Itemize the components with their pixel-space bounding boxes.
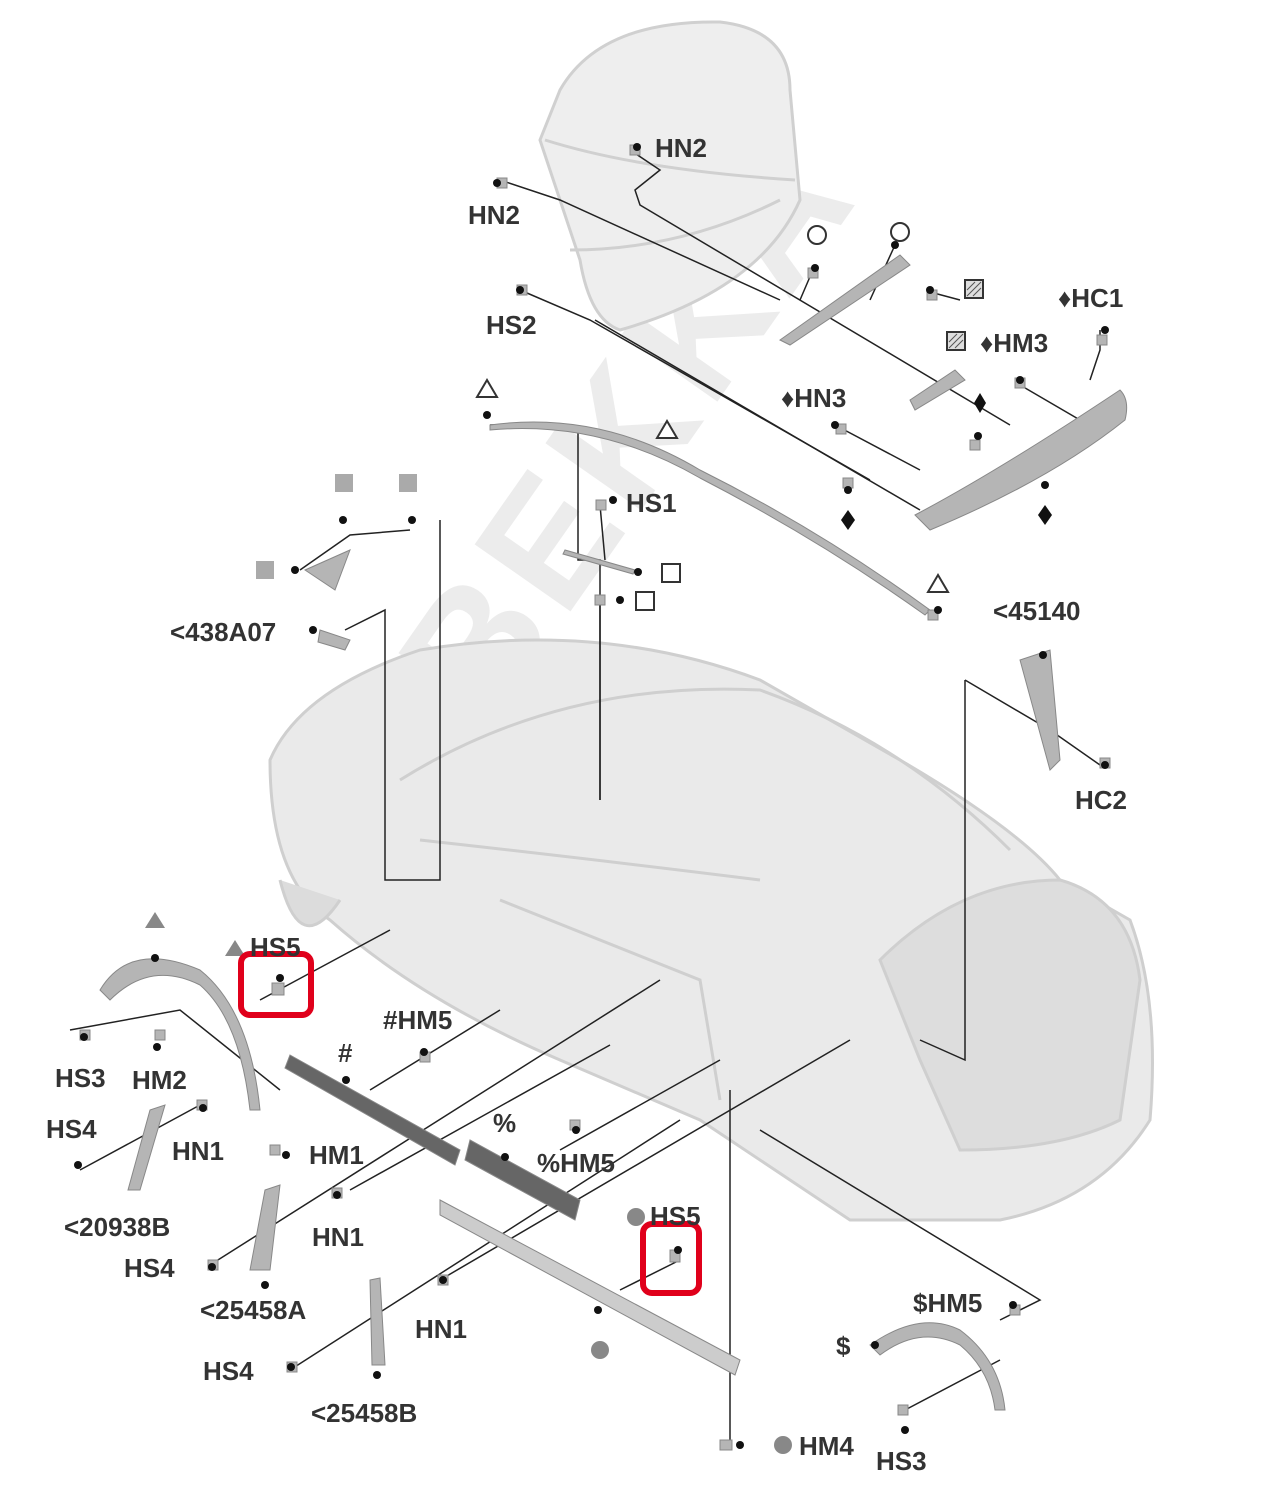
tailgate <box>538 20 802 332</box>
front-door-molding <box>284 1054 461 1166</box>
label-hs5-right: HS5 <box>650 1201 701 1231</box>
label-45140: <45140 <box>993 596 1081 626</box>
tailgate-garnish <box>779 254 911 346</box>
label-hs4-c: HS4 <box>203 1356 254 1386</box>
anchor-dots <box>74 143 1109 1449</box>
label-hn1-c: HN1 <box>415 1314 468 1344</box>
parts <box>79 144 1128 1451</box>
label-hn1-b: HN1 <box>312 1222 365 1252</box>
label-hm4: HM4 <box>799 1431 854 1461</box>
part-438a07 <box>317 629 351 651</box>
highlight-hs5-left <box>238 951 314 1018</box>
highlight-hs5-right <box>640 1221 702 1296</box>
hatched-markers <box>946 279 984 351</box>
part-45140 <box>1019 649 1061 771</box>
label-438a07: <438A07 <box>170 617 277 647</box>
label-25458a: <25458A <box>200 1295 307 1325</box>
label-hs1: HS1 <box>626 488 677 518</box>
square-markers <box>256 474 681 611</box>
label-hm2: HM2 <box>132 1065 187 1095</box>
label-hash: # <box>338 1038 353 1068</box>
label-hm5-hash: #HM5 <box>383 1005 453 1035</box>
label-20938b: <20938B <box>64 1212 171 1242</box>
label-hn3: ♦HN3 <box>781 383 847 413</box>
empty-circle-markers <box>807 222 910 245</box>
rear-spoiler <box>914 389 1128 531</box>
label-percent: % <box>493 1108 517 1138</box>
label-hn2-top: HN2 <box>655 133 708 163</box>
label-hc1: ♦HC1 <box>1058 283 1124 313</box>
pillar-20938b <box>127 1104 166 1191</box>
rear-door-molding <box>464 1139 581 1221</box>
rocker-panel <box>439 1199 741 1376</box>
triangle-garnish <box>303 549 351 591</box>
label-hn2-left: HN2 <box>468 200 521 230</box>
label-dollar: $ <box>836 1331 851 1361</box>
roof-molding <box>489 421 931 616</box>
front-wheel-arch <box>99 958 261 1111</box>
label-hm5-percent: %HM5 <box>537 1148 616 1178</box>
label-hm1: HM1 <box>309 1140 364 1170</box>
rear-wheel-arch <box>869 1322 1006 1411</box>
label-hs2: HS2 <box>486 310 537 340</box>
filled-circle-markers <box>591 1208 792 1454</box>
label-hs3-left: HS3 <box>55 1063 106 1093</box>
vehicle-body <box>268 638 1154 1222</box>
label-hc2: HC2 <box>1075 785 1128 815</box>
label-hs4-a: HS4 <box>46 1114 97 1144</box>
label-hm3: ♦HM3 <box>980 328 1049 358</box>
license-lamp <box>909 369 966 411</box>
label-hs5-left: HS5 <box>250 932 301 962</box>
pillar-25458a <box>249 1184 281 1271</box>
label-25458b: <25458B <box>311 1398 418 1428</box>
diamond-markers <box>841 393 1052 530</box>
label-hs4-b: HS4 <box>124 1253 175 1283</box>
roof-clip-strip <box>562 549 636 575</box>
pillar-25458b <box>369 1277 386 1366</box>
label-hn1-a: HN1 <box>172 1136 225 1166</box>
label-hs3-right: HS3 <box>876 1446 927 1476</box>
label-hm5-dollar: $HM5 <box>913 1288 983 1318</box>
triangle-markers <box>145 378 950 956</box>
